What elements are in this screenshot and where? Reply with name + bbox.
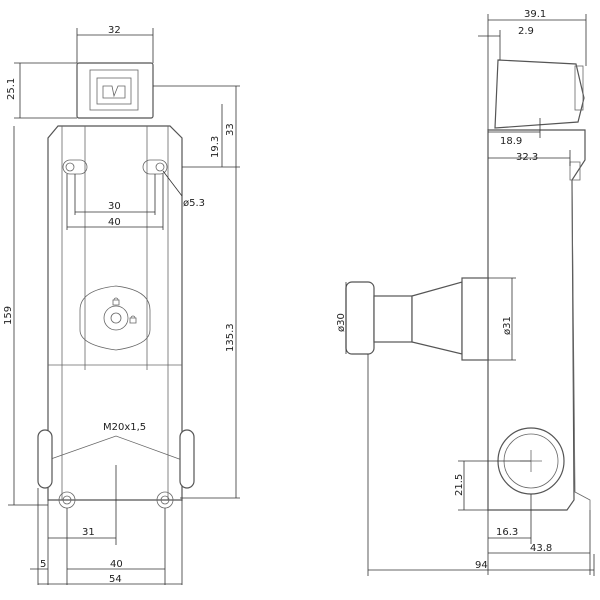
dim-31: 31: [82, 527, 95, 538]
dim-40-holes: 40: [108, 217, 121, 228]
side-body: [487, 129, 586, 511]
dim-54: 54: [109, 574, 122, 585]
dim-19-3: 19.3: [210, 136, 221, 158]
lock-boss: [79, 285, 151, 351]
thread-label: M20x1,5: [103, 422, 146, 433]
side-head-tab: [574, 65, 584, 111]
dim-43-8: 43.8: [530, 543, 552, 554]
knob-face: [345, 281, 375, 355]
dim-knob-diameter: ø30: [336, 313, 347, 332]
lug-right: [179, 429, 195, 489]
head-slot-detail: [102, 85, 126, 99]
dim-40-bottom: 40: [110, 559, 123, 570]
lug-left: [37, 429, 53, 489]
head-slot: [96, 77, 132, 105]
dim-hole-diameter: ø5.3: [183, 198, 205, 209]
lock-closed-icon: [129, 315, 137, 324]
side-dimensions: 39.1 2.9 18.9 32.3 ø30 ø31 21.5 16.3: [336, 9, 595, 576]
dim-94: 94: [475, 560, 488, 571]
dim-30: 30: [108, 201, 121, 212]
side-view: [345, 59, 591, 511]
dim-21-5: 21.5: [454, 474, 465, 496]
dim-16-3: 16.3: [496, 527, 518, 538]
dim-135-3: 135.3: [225, 323, 236, 352]
knob-base: [461, 277, 489, 361]
cable-gland-outline: [47, 435, 183, 461]
mount-hole-right: [155, 162, 165, 172]
dim-33: 33: [225, 123, 236, 136]
knob-stem: [373, 295, 413, 343]
bottom-hole-left-inner: [62, 495, 72, 505]
front-head: [76, 62, 154, 119]
dim-39-1: 39.1: [524, 9, 546, 20]
side-actuator-arm: [569, 161, 591, 510]
dim-18-9: 18.9: [500, 136, 522, 147]
dim-159: 159: [3, 306, 14, 325]
lock-cylinder: [103, 305, 129, 331]
dim-5: 5: [40, 559, 46, 570]
dim-2-9: 2.9: [518, 26, 534, 37]
dim-25-1: 25.1: [6, 78, 17, 100]
side-head: [494, 59, 585, 129]
dim-cylinder-diameter: ø31: [502, 316, 513, 335]
front-dimensions: 32 25.1 159 19.3 33 135.3 30 40 ø5.3: [3, 25, 240, 585]
dim-32: 32: [108, 25, 121, 36]
knob-taper: [411, 281, 463, 355]
front-view: M20x1,5: [37, 62, 195, 509]
lock-cylinder-inner: [110, 312, 122, 324]
mount-hole-left: [65, 162, 75, 172]
dim-32-3: 32.3: [516, 152, 538, 163]
head-slot-frame: [89, 69, 139, 111]
lock-open-icon: [112, 297, 120, 306]
bottom-hole-right-inner: [160, 495, 170, 505]
